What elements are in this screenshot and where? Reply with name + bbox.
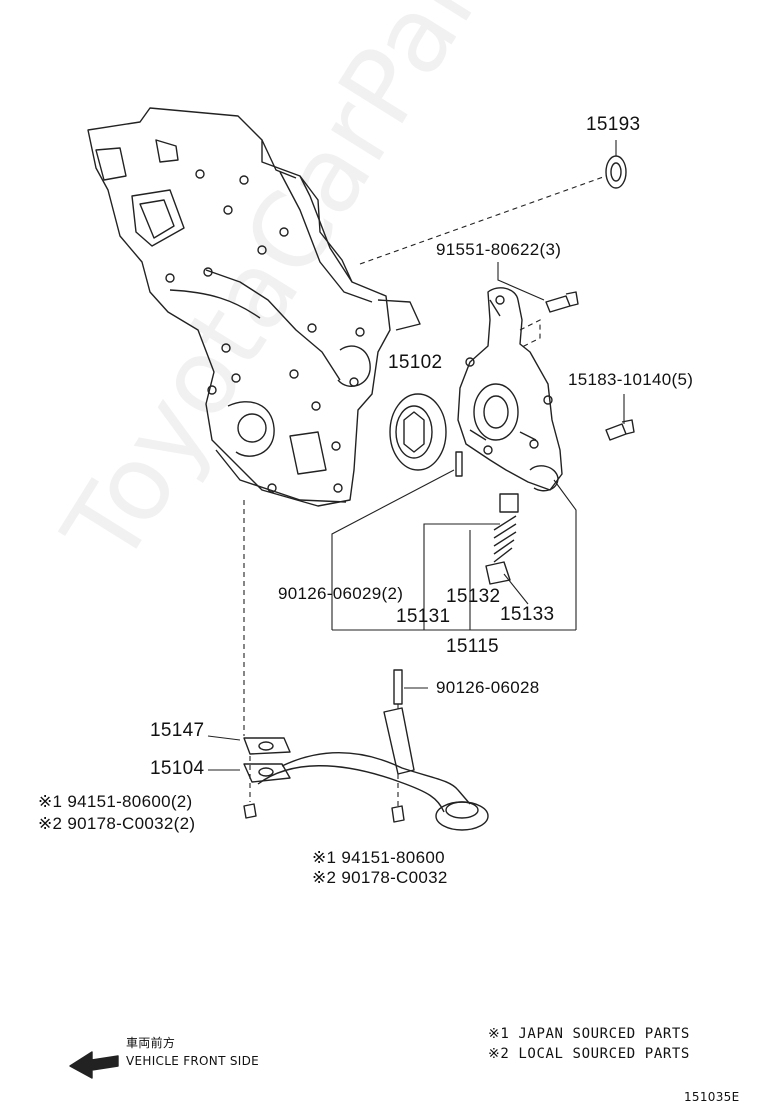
label-left-nut-japan: ※1 94151-80600(2): [38, 792, 193, 811]
relief-valve-parts: [485, 493, 519, 585]
label-15147: 15147: [150, 720, 205, 741]
label-15193: 15193: [586, 114, 641, 135]
label-15104: 15104: [150, 758, 205, 779]
label-15115: 15115: [446, 636, 499, 657]
label-15183-10140: 15183-10140(5): [568, 370, 694, 389]
nut-left: [243, 803, 257, 819]
oil-seal-15193: [605, 155, 627, 189]
direction-label-jp: 車両前方: [126, 1036, 176, 1050]
legend-japan-sourced: ※1 JAPAN SOURCED PARTS: [488, 1026, 690, 1042]
label-15131: 15131: [396, 606, 451, 627]
oil-pump-body: [457, 287, 563, 492]
label-91551-80622: 91551-80622(3): [436, 240, 562, 259]
stud-90126-06028: [393, 669, 403, 705]
label-center-nut-japan: ※1 94151-80600: [312, 848, 445, 867]
label-15132: 15132: [446, 586, 501, 607]
label-left-nut-local: ※2 90178-C0032(2): [38, 814, 196, 833]
pin-90126-06029: [455, 451, 463, 477]
label-15102: 15102: [388, 352, 443, 373]
direction-label-en: VEHICLE FRONT SIDE: [126, 1054, 259, 1068]
leader-lines: [207, 140, 625, 771]
label-90126-06028: 90126-06028: [436, 678, 540, 697]
figure-id: 151035E: [684, 1090, 740, 1104]
rotor-set-15102: [389, 393, 447, 471]
label-15133: 15133: [500, 604, 555, 625]
timing-cover: [87, 107, 421, 507]
label-center-nut-local: ※2 90178-C0032: [312, 868, 448, 887]
oil-strainer-15104: [243, 707, 489, 831]
nut-center: [391, 805, 405, 823]
direction-arrow: [69, 1051, 119, 1079]
dashed-lines: [243, 175, 607, 806]
legend-local-sourced: ※2 LOCAL SOURCED PARTS: [488, 1046, 690, 1062]
bolts: [545, 291, 635, 441]
gasket-15147: [243, 737, 291, 755]
label-90126-06029: 90126-06029(2): [278, 584, 404, 603]
